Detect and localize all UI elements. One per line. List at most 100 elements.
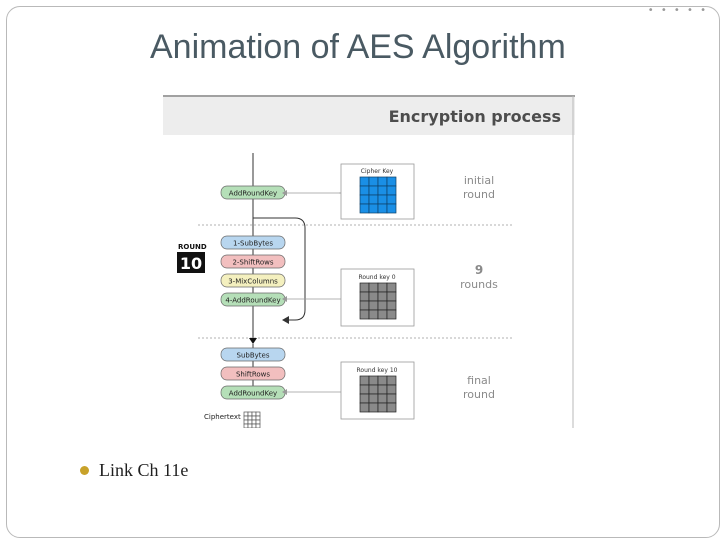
key-grid-cell (386, 194, 397, 205)
key-grid-cell (368, 384, 379, 395)
key-grid-cell (359, 384, 370, 395)
key-grid-cell (368, 176, 379, 187)
slide-frame (6, 6, 720, 538)
key-grid-cell (359, 203, 370, 214)
key-grid-cell (386, 393, 397, 404)
round-key-10-grid (359, 375, 397, 413)
key-grid-cell (255, 411, 261, 417)
key-grid-cell (377, 384, 388, 395)
key-grid-cell (377, 203, 388, 214)
key-label: Round key 0 (358, 274, 395, 281)
key-grid-cell (368, 375, 379, 386)
key-grid-cell (359, 309, 370, 320)
round-key-0-grid (359, 282, 397, 320)
key-grid-cell (377, 393, 388, 404)
key-grid-cell (368, 291, 379, 302)
key-grid-cell (377, 402, 388, 413)
phase-initial-line2: round (463, 188, 495, 201)
key-grid-cell (243, 419, 249, 425)
key-grid-cell (359, 300, 370, 311)
key-grid-cell (247, 415, 253, 421)
key-grid-cell (368, 194, 379, 205)
key-label: Cipher Key (361, 168, 394, 175)
step-label: 4-AddRoundKey (225, 297, 280, 305)
slide-title: Animation of AES Algorithm (150, 28, 566, 66)
key-grid-cell (368, 185, 379, 196)
key-grid-cell (243, 423, 249, 429)
step-mixcolumns (220, 273, 286, 288)
key-grid-cell (377, 300, 388, 311)
bullet-item: Link Ch 11e (80, 460, 188, 481)
ciphertext-grid-icon (243, 411, 261, 429)
step-subbytes (220, 235, 286, 250)
diagram-header-band (163, 95, 575, 135)
key-grid-cell (386, 300, 397, 311)
step-label: 3-MixColumns (228, 278, 278, 286)
key-grid-cell (386, 309, 397, 320)
key-grid-cell (386, 291, 397, 302)
key-grid-cell (359, 402, 370, 413)
step-subbytes-final (220, 347, 286, 362)
key-grid-cell (377, 176, 388, 187)
key-grid-cell (247, 411, 253, 417)
round-number: 10 (180, 254, 202, 273)
key-grid-cell (359, 393, 370, 404)
key-grid-cell (368, 203, 379, 214)
key-grid-cell (359, 194, 370, 205)
key-grid-cell (359, 185, 370, 196)
step-label: AddRoundKey (229, 190, 277, 198)
key-grid-cell (386, 384, 397, 395)
key-grid-cell (386, 203, 397, 214)
key-grid-cell (368, 309, 379, 320)
key-grid-cell (377, 194, 388, 205)
bullet-icon (80, 466, 89, 475)
key-grid-cell (255, 415, 261, 421)
key-grid-cell (377, 375, 388, 386)
key-grid-cell (386, 282, 397, 293)
key-grid-cell (251, 423, 257, 429)
corner-dots: • • • • • (647, 5, 708, 16)
key-grid-cell (359, 375, 370, 386)
key-grid-cell (243, 415, 249, 421)
key-grid-cell (368, 402, 379, 413)
key-grid-cell (386, 185, 397, 196)
key-grid-cell (359, 176, 370, 187)
step-shiftrows (220, 254, 286, 269)
phase-loop-line2: rounds (460, 278, 498, 291)
diagram-header: Encryption process (389, 107, 561, 126)
key-grid-cell (377, 282, 388, 293)
key-grid-cell (368, 393, 379, 404)
key-grid-cell (368, 300, 379, 311)
key-grid-cell (255, 419, 261, 425)
step-label: ShiftRows (236, 371, 270, 379)
key-grid-cell (243, 411, 249, 417)
key-grid-cell (359, 291, 370, 302)
step-label: 1-SubBytes (233, 240, 273, 248)
key-grid-cell (251, 411, 257, 417)
bullet-link-text[interactable]: Link Ch 11e (99, 460, 189, 480)
phase-final-line2: round (463, 388, 495, 401)
key-label: Round key 10 (357, 367, 398, 374)
key-grid-cell (377, 185, 388, 196)
step-label: SubBytes (237, 352, 270, 360)
key-grid-cell (255, 423, 261, 429)
round-label: ROUND (178, 243, 207, 251)
step-shiftrows-final (220, 366, 286, 381)
key-grid-cell (377, 309, 388, 320)
cipher-key-grid (359, 176, 397, 214)
phase-final-line1: final (467, 374, 491, 387)
aes-diagram: Encryption process ROUND 10 AddRoundKey … (163, 95, 575, 429)
key-grid-cell (359, 282, 370, 293)
round-number-badge (177, 252, 205, 273)
key-grid-cell (386, 375, 397, 386)
key-grid-cell (386, 176, 397, 187)
step-label: AddRoundKey (229, 390, 277, 398)
ciphertext-label: Ciphertext (204, 413, 241, 421)
step-label: 2-ShiftRows (232, 259, 273, 267)
phase-loop-line1: 9 (475, 263, 483, 277)
key-grid-cell (377, 291, 388, 302)
key-grid-cell (386, 402, 397, 413)
key-grid-cell (368, 282, 379, 293)
key-grid-cell (247, 423, 253, 429)
key-grid-cell (251, 415, 257, 421)
